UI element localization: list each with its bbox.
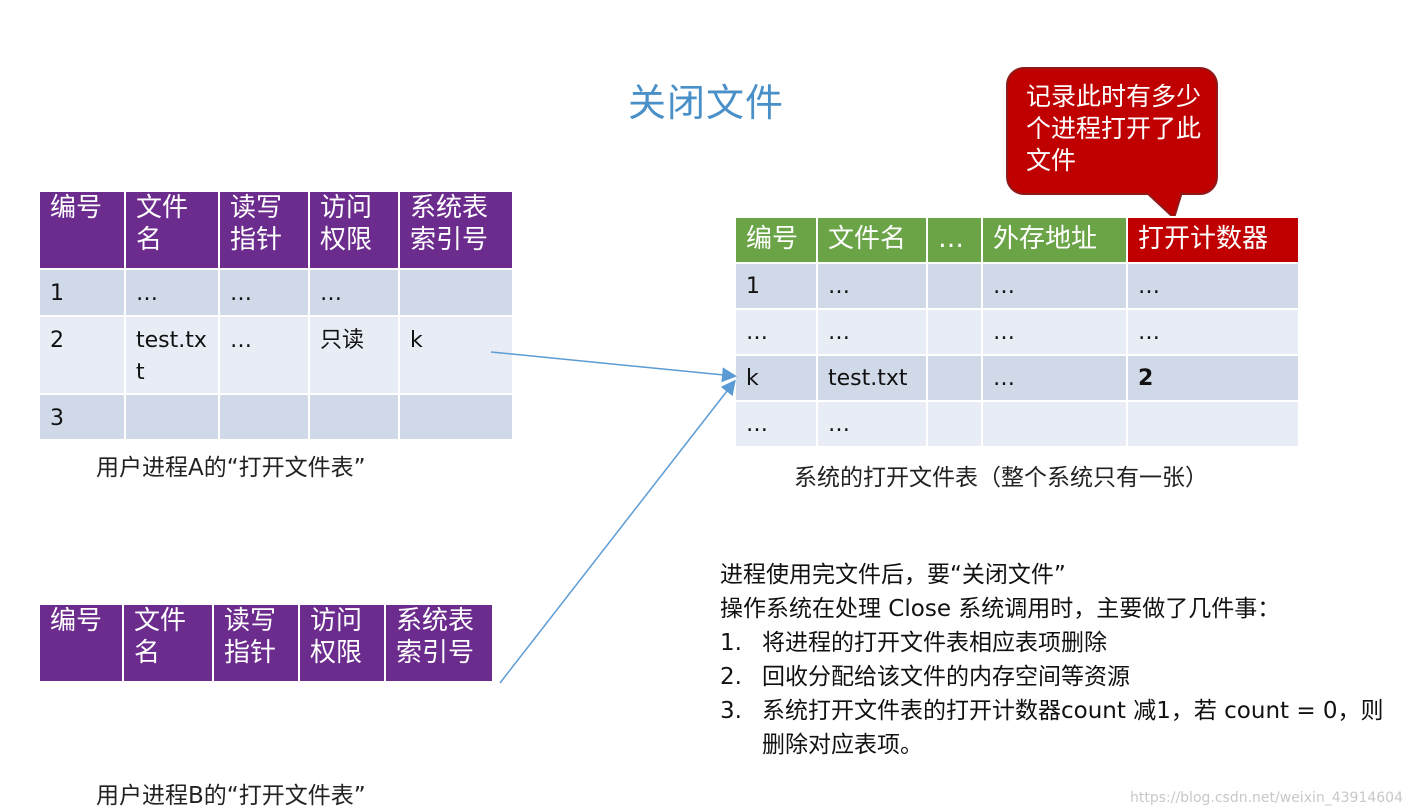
process-b-caption: 用户进程B的“打开文件表” bbox=[96, 783, 366, 809]
table-cell: … bbox=[981, 354, 1128, 402]
table-cell bbox=[1126, 400, 1300, 448]
table-cell: 3 bbox=[38, 393, 126, 441]
table-cell: … bbox=[1126, 262, 1300, 310]
table-cell: … bbox=[816, 400, 928, 448]
header-cell: 编号 bbox=[38, 190, 126, 270]
table-cell bbox=[398, 268, 514, 317]
notes-line-1: 进程使用完文件后，要“关闭文件” bbox=[720, 562, 1066, 588]
list-item: 2. 回收分配给该文件的内存空间等资源 bbox=[720, 660, 1400, 694]
callout-text: 记录此时有多少个进程打开了此文件 bbox=[1026, 82, 1202, 175]
table-cell: 1 bbox=[734, 262, 818, 310]
system-open-file-table: 编号 文件名 … 外存地址 打开计数器 1 … … … … … … … k te… bbox=[734, 216, 1300, 448]
open-counter-header: 打开计数器 bbox=[1126, 216, 1300, 264]
table-cell: … bbox=[1126, 308, 1300, 356]
table-cell bbox=[981, 400, 1128, 448]
header-cell: 编号 bbox=[38, 603, 124, 683]
header-cell: 文件名 bbox=[122, 603, 214, 683]
table-cell bbox=[398, 393, 514, 441]
header-cell: 系统表索引号 bbox=[398, 190, 514, 270]
watermark: https://blog.csdn.net/weixin_43914604 bbox=[1129, 790, 1403, 806]
arrow-process-b bbox=[499, 379, 736, 684]
table-header-row: 编号 文件名 读写指针 访问权限 系统表索引号 bbox=[38, 190, 514, 270]
header-cell: … bbox=[926, 216, 983, 264]
list-number: 2. bbox=[720, 664, 742, 690]
table-cell bbox=[926, 354, 983, 402]
header-cell: 外存地址 bbox=[981, 216, 1128, 264]
header-cell: 系统表索引号 bbox=[384, 603, 494, 683]
header-cell: 文件名 bbox=[816, 216, 928, 264]
table-cell bbox=[926, 262, 983, 310]
list-text: 将进程的打开文件表相应表项删除 bbox=[762, 630, 1107, 656]
arrow-process-a bbox=[490, 351, 737, 383]
header-cell: 访问权限 bbox=[298, 603, 386, 683]
table-cell: … bbox=[981, 262, 1128, 310]
table-row: 3 bbox=[38, 393, 514, 441]
notes-line-2: 操作系统在处理 Close 系统调用时，主要做了几件事： bbox=[720, 596, 1281, 622]
header-cell: 读写指针 bbox=[218, 190, 310, 270]
table-header-row: 编号 文件名 读写指针 访问权限 系统表索引号 bbox=[38, 603, 494, 683]
process-b-open-file-table: 编号 文件名 读写指针 访问权限 系统表索引号 bbox=[38, 603, 494, 683]
table-cell: … bbox=[218, 268, 310, 317]
table-cell: k bbox=[398, 315, 514, 395]
table-cell: … bbox=[218, 315, 310, 395]
table-header-row: 编号 文件名 … 外存地址 打开计数器 bbox=[734, 216, 1300, 264]
header-cell: 访问权限 bbox=[308, 190, 400, 270]
process-a-open-file-table: 编号 文件名 读写指针 访问权限 系统表索引号 1 … … … 2 test.t… bbox=[38, 190, 514, 441]
table-row: … … … … bbox=[734, 308, 1300, 356]
table-cell: test.txt bbox=[816, 354, 928, 402]
page-title: 关闭文件 bbox=[628, 81, 785, 125]
list-item: 3. 系统打开文件表的打开计数器count 减1，若 count = 0，则删除… bbox=[720, 694, 1400, 762]
table-cell: … bbox=[734, 308, 818, 356]
callout-bubble: 记录此时有多少个进程打开了此文件 bbox=[1006, 67, 1218, 195]
table-cell bbox=[124, 393, 220, 441]
table-row: 2 test.txt … 只读 k bbox=[38, 315, 514, 395]
table-cell: … bbox=[308, 268, 400, 317]
table-cell: … bbox=[734, 400, 818, 448]
table-cell: 2 bbox=[38, 315, 126, 395]
system-table-caption: 系统的打开文件表（整个系统只有一张） bbox=[794, 465, 1208, 491]
table-cell: k bbox=[734, 354, 818, 402]
notes-list: 1. 将进程的打开文件表相应表项删除 2. 回收分配给该文件的内存空间等资源 3… bbox=[720, 626, 1400, 762]
callout-tail bbox=[1146, 192, 1184, 220]
list-number: 1. bbox=[720, 630, 742, 656]
table-cell: … bbox=[124, 268, 220, 317]
header-cell: 读写指针 bbox=[212, 603, 300, 683]
table-cell bbox=[218, 393, 310, 441]
table-cell: … bbox=[816, 262, 928, 310]
table-row: 1 … … … bbox=[734, 262, 1300, 310]
table-row: 1 … … … bbox=[38, 268, 514, 317]
list-text: 回收分配给该文件的内存空间等资源 bbox=[762, 664, 1130, 690]
process-a-caption: 用户进程A的“打开文件表” bbox=[96, 455, 366, 481]
table-cell: 只读 bbox=[308, 315, 400, 395]
header-cell: 文件名 bbox=[124, 190, 220, 270]
list-text: 系统打开文件表的打开计数器count 减1，若 count = 0，则删除对应表… bbox=[762, 698, 1384, 758]
table-row: … … bbox=[734, 400, 1300, 448]
header-cell: 编号 bbox=[734, 216, 818, 264]
table-cell: 1 bbox=[38, 268, 126, 317]
table-cell: … bbox=[816, 308, 928, 356]
close-notes: 进程使用完文件后，要“关闭文件” 操作系统在处理 Close 系统调用时，主要做… bbox=[720, 558, 1400, 762]
table-cell bbox=[926, 400, 983, 448]
table-cell bbox=[308, 393, 400, 441]
table-cell: test.txt bbox=[124, 315, 220, 395]
list-item: 1. 将进程的打开文件表相应表项删除 bbox=[720, 626, 1400, 660]
list-number: 3. bbox=[720, 698, 742, 724]
table-cell bbox=[926, 308, 983, 356]
table-cell: … bbox=[981, 308, 1128, 356]
open-counter-value: 2 bbox=[1126, 354, 1300, 402]
table-row: k test.txt … 2 bbox=[734, 354, 1300, 402]
